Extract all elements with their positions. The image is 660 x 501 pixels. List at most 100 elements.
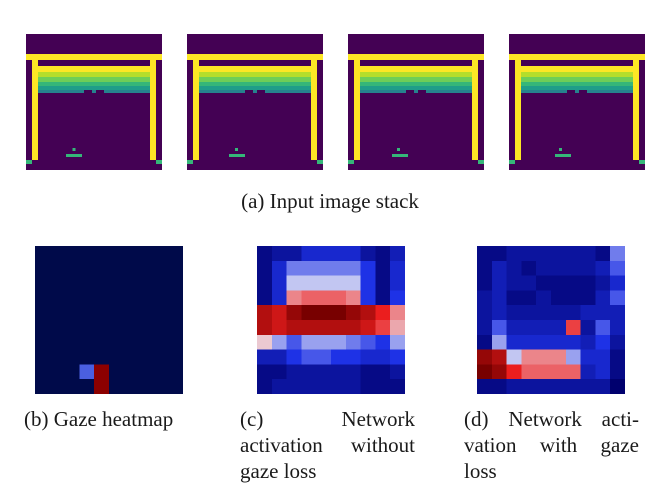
- activation-cell: [257, 260, 273, 277]
- activation-cell: [595, 320, 611, 336]
- activation-cell: [565, 320, 582, 336]
- heatmap-cell: [168, 364, 183, 380]
- heatmap-cell: [94, 364, 110, 380]
- activation-cell: [390, 349, 405, 365]
- activation-cell: [551, 364, 567, 380]
- activation-cell: [536, 305, 552, 321]
- activation-cell: [551, 275, 567, 291]
- activation-cell: [491, 246, 508, 262]
- heatmap-cell: [168, 349, 183, 365]
- activation-cell: [491, 290, 508, 306]
- heatmap-cell: [123, 364, 140, 380]
- heatmap-cell: [138, 275, 154, 291]
- activation-cell: [331, 349, 347, 365]
- brick-row: [199, 90, 311, 93]
- ball: [397, 148, 400, 151]
- heatmap-cell: [49, 305, 66, 321]
- heatmap-cell: [94, 334, 110, 351]
- heatmap-cell: [35, 379, 51, 394]
- activation-cell: [610, 334, 625, 351]
- heatmap-cell: [64, 349, 80, 365]
- heatmap-cell: [79, 379, 95, 394]
- heatmap-cell: [138, 246, 154, 262]
- brick-row: [360, 72, 472, 77]
- activation-cell: [375, 246, 391, 262]
- heatmap-cell: [153, 379, 169, 394]
- heatmap-cell: [153, 246, 169, 262]
- activation-cell: [595, 379, 611, 394]
- heatmap-cell: [168, 320, 183, 336]
- activation-cell: [286, 379, 302, 394]
- activation-cell: [271, 246, 288, 262]
- caption-d-line-2: vation with gaze: [464, 433, 639, 457]
- right-wall: [311, 54, 317, 160]
- brick-row: [38, 90, 150, 93]
- heatmap-cell: [64, 305, 80, 321]
- heatmap-cell: [79, 320, 95, 336]
- activation-cell: [331, 246, 347, 262]
- heatmap-cell: [49, 320, 66, 336]
- activation-cell: [506, 364, 522, 380]
- activation-cell: [580, 334, 596, 351]
- top-wall: [187, 54, 323, 60]
- activation-cell: [521, 305, 537, 321]
- activation-cell: [286, 334, 302, 351]
- brick-row: [199, 66, 311, 72]
- activation-cell: [610, 246, 625, 262]
- activation-cell: [477, 349, 493, 365]
- activation-cell: [536, 260, 552, 277]
- heatmap-cell: [35, 305, 51, 321]
- heatmap-cell: [94, 305, 110, 321]
- brick-row: [521, 86, 633, 90]
- score-band: [509, 34, 645, 48]
- heatmap-cell: [49, 246, 66, 262]
- activation-cell: [316, 320, 332, 336]
- activation-cell: [286, 305, 302, 321]
- brick-row: [521, 77, 633, 82]
- heatmap-cell: [168, 290, 183, 306]
- activation-cell: [521, 260, 537, 277]
- right-wall: [150, 54, 156, 160]
- heatmap-cell: [168, 246, 183, 262]
- activation-cell: [551, 246, 567, 262]
- activation-cell: [390, 246, 405, 262]
- activation-cell: [551, 379, 567, 394]
- activation-cell: [551, 334, 567, 351]
- heatmap-cell: [79, 364, 95, 380]
- activation-cell: [610, 320, 625, 336]
- activation-cell: [345, 305, 362, 321]
- activation-cell: [301, 305, 317, 321]
- brick-gap: [96, 90, 104, 94]
- left-wall: [515, 54, 521, 160]
- heatmap-cell: [168, 334, 183, 351]
- activation-cell: [257, 349, 273, 365]
- wall-marker-left: [187, 160, 193, 164]
- ball: [559, 148, 563, 151]
- activation-cell: [331, 305, 347, 321]
- heatmap-cell: [109, 349, 125, 365]
- heatmap-cell: [79, 334, 95, 351]
- activation-cell: [610, 305, 625, 321]
- activation-with-gaze-loss: [477, 246, 625, 394]
- activation-cell: [360, 320, 376, 336]
- heatmap-cell: [138, 290, 154, 306]
- score-band: [26, 34, 162, 48]
- activation-cell: [506, 260, 522, 277]
- activation-cell: [477, 290, 493, 306]
- input-frame-4: [509, 34, 645, 170]
- activation-cell: [536, 349, 552, 365]
- activation-cell: [390, 305, 405, 321]
- activation-cell: [551, 349, 567, 365]
- wall-marker-left: [26, 160, 32, 164]
- heatmap-cell: [79, 290, 95, 306]
- activation-cell: [271, 260, 288, 277]
- activation-cell: [580, 290, 596, 306]
- right-wall: [472, 54, 478, 160]
- activation-cell: [491, 260, 508, 277]
- heatmap-cell: [94, 275, 110, 291]
- brick-row: [38, 66, 150, 72]
- activation-cell: [580, 349, 596, 365]
- caption-c-line-2: activation without: [240, 433, 415, 457]
- heatmap-cell: [153, 290, 169, 306]
- heatmap-cell: [64, 275, 80, 291]
